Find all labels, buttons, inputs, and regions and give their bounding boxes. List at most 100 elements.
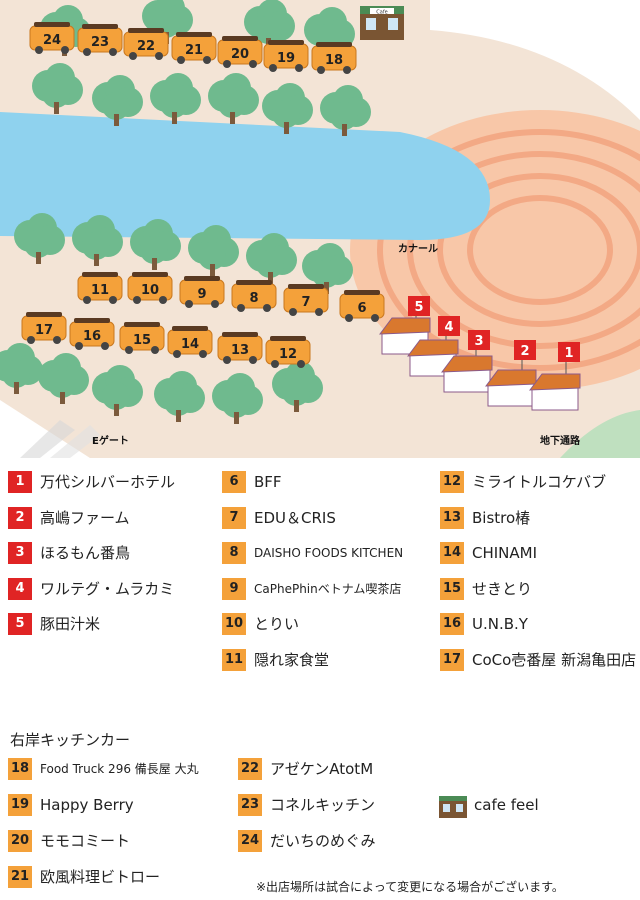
legend-store-name: U.N.B.Y bbox=[472, 615, 528, 633]
tent-5: 5 bbox=[378, 296, 431, 355]
truck-number: 15 bbox=[133, 333, 151, 348]
truck-number: 24 bbox=[43, 33, 61, 48]
legend-number-badge: 2 bbox=[8, 506, 32, 529]
cafe-feel-label: cafe feel bbox=[474, 796, 539, 814]
tree bbox=[262, 83, 313, 134]
legend-store-name: せきとり bbox=[472, 579, 533, 598]
legend-number-badge: 4 bbox=[8, 577, 32, 600]
tree bbox=[304, 7, 355, 58]
map-white-corner bbox=[0, 400, 90, 458]
food-truck-8: 8 bbox=[231, 280, 277, 312]
tree bbox=[154, 371, 205, 422]
legend-number-badge: 21 bbox=[8, 866, 32, 888]
legend-store-name: DAISHO FOODS KITCHEN bbox=[254, 546, 404, 560]
legend-number-badge: 10 bbox=[222, 613, 246, 635]
cafe-sign: Cafe bbox=[376, 10, 387, 16]
legend-store-name: CoCo壱番屋 新潟亀田店 bbox=[472, 650, 637, 669]
legend-number-badge: 12 bbox=[440, 471, 464, 493]
tent-flag-number: 5 bbox=[414, 300, 423, 315]
e-gate-label: Eゲート bbox=[92, 434, 129, 447]
legend-number-badge: 15 bbox=[440, 577, 464, 600]
truck-number: 14 bbox=[181, 337, 199, 352]
tree bbox=[92, 75, 143, 126]
food-truck-20: 20 bbox=[217, 36, 263, 68]
tent-2: 2 bbox=[484, 340, 537, 407]
truck-number: 9 bbox=[197, 287, 206, 302]
food-truck-24: 24 bbox=[29, 22, 75, 54]
tree bbox=[14, 213, 65, 264]
truck-number: 10 bbox=[141, 283, 159, 298]
cafe-building: Cafe bbox=[360, 6, 404, 40]
food-truck-10: 10 bbox=[127, 272, 173, 304]
legend-store-name: Food Truck 296 備長屋 大丸 bbox=[40, 762, 199, 776]
tent-1: 1 bbox=[528, 342, 581, 411]
truck-number: 22 bbox=[137, 39, 155, 54]
tree bbox=[246, 233, 297, 284]
kitchen-car-heading: 右岸キッチンカー bbox=[10, 731, 131, 749]
tree bbox=[320, 85, 371, 136]
food-truck-13: 13 bbox=[217, 332, 263, 364]
cafe-icon bbox=[439, 796, 467, 818]
tent-flag-number: 4 bbox=[444, 320, 453, 335]
legend-store-name: アゼケンAtotM bbox=[270, 760, 374, 778]
legend-store-name: とりい bbox=[254, 615, 300, 633]
legend-number-badge: 24 bbox=[238, 830, 262, 852]
legend-number-badge: 13 bbox=[440, 506, 464, 529]
crosswalk-stripes bbox=[20, 420, 100, 458]
food-truck-9: 9 bbox=[179, 276, 225, 308]
legend-number-badge: 23 bbox=[238, 794, 262, 816]
tree bbox=[32, 63, 83, 114]
food-truck-17: 17 bbox=[21, 312, 67, 344]
legend-store-name: CHINAMI bbox=[472, 544, 538, 562]
legend-store-name: Bistro椿 bbox=[472, 508, 531, 527]
tree bbox=[188, 225, 239, 276]
truck-number: 7 bbox=[301, 295, 310, 310]
truck-number: 17 bbox=[35, 323, 53, 338]
food-truck-11: 11 bbox=[77, 272, 123, 304]
legend-store-name: モモコミート bbox=[40, 832, 131, 850]
legend-number-badge: 7 bbox=[222, 506, 246, 529]
canal-label: カナール bbox=[398, 243, 438, 255]
legend-number-badge: 18 bbox=[8, 758, 32, 780]
canal-water bbox=[0, 112, 490, 240]
legend-number-badge: 14 bbox=[440, 542, 464, 564]
truck-number: 18 bbox=[325, 53, 343, 68]
legend-number-badge: 5 bbox=[8, 613, 32, 635]
legend-store-name: Happy Berry bbox=[40, 796, 134, 814]
food-truck-7: 7 bbox=[283, 284, 329, 316]
truck-number: 6 bbox=[357, 301, 366, 316]
truck-number: 16 bbox=[83, 329, 101, 344]
truck-number: 23 bbox=[91, 35, 109, 50]
tent-flag-number: 1 bbox=[564, 346, 573, 361]
legend-number-badge: 1 bbox=[8, 471, 32, 493]
truck-number: 20 bbox=[231, 47, 249, 62]
food-truck-16: 16 bbox=[69, 318, 115, 350]
tree bbox=[150, 73, 201, 124]
food-truck-12: 12 bbox=[265, 336, 311, 368]
legend-number-badge: 6 bbox=[222, 471, 246, 493]
legend-number-badge: 19 bbox=[8, 794, 32, 816]
food-truck-19: 19 bbox=[263, 40, 309, 72]
truck-number: 8 bbox=[249, 291, 258, 306]
food-truck-18: 18 bbox=[311, 42, 357, 74]
food-truck-14: 14 bbox=[167, 326, 213, 358]
tree bbox=[38, 353, 89, 404]
legend-store-name: BFF bbox=[254, 473, 282, 491]
green-area bbox=[560, 410, 640, 458]
legend-store-name: 万代シルバーホテル bbox=[40, 473, 176, 491]
tree bbox=[302, 243, 353, 294]
legend-number-badge: 16 bbox=[440, 613, 464, 635]
truck-number: 21 bbox=[185, 43, 203, 58]
truck-number: 11 bbox=[91, 283, 109, 298]
tree bbox=[72, 215, 123, 266]
legend-number-badge: 22 bbox=[238, 758, 262, 780]
tent-flag-number: 2 bbox=[520, 344, 529, 359]
underpass-label: 地下通路 bbox=[540, 434, 581, 447]
tree bbox=[130, 219, 181, 270]
tree bbox=[92, 365, 143, 416]
legend-store-name: ミライトルコケバブ bbox=[472, 473, 607, 491]
legend-store-name: ほるもん番鳥 bbox=[40, 544, 131, 562]
